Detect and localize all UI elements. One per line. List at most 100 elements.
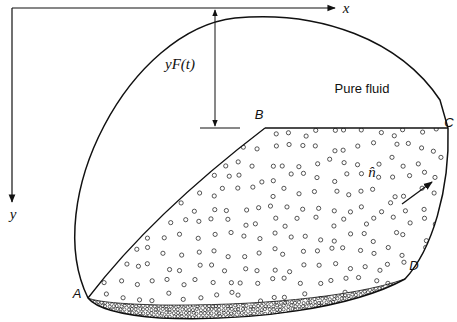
particle (220, 186, 224, 190)
sediment-particle (88, 312, 91, 315)
sediment-particle (377, 315, 380, 318)
sediment-particle (366, 291, 369, 294)
sediment-particle (272, 316, 275, 319)
sediment-particle (328, 290, 331, 293)
particle (149, 143, 153, 147)
sediment-particle (240, 283, 243, 286)
particle (162, 236, 166, 240)
sediment-particle (363, 300, 366, 303)
particle (330, 246, 334, 250)
particle (152, 130, 156, 134)
sediment-particle (104, 319, 107, 322)
sediment-particle (245, 297, 248, 300)
sediment-particle (237, 286, 240, 289)
particle (256, 281, 260, 285)
sediment-particle (123, 287, 126, 290)
particle (268, 204, 272, 208)
sediment-particle (318, 308, 321, 311)
sediment-particle (150, 293, 153, 296)
sediment-particle (237, 293, 240, 296)
sediment-particle (241, 296, 244, 299)
sediment-particle (355, 297, 358, 300)
sediment-particle (370, 319, 373, 322)
sediment-particle (226, 279, 229, 282)
sediment-particle (321, 287, 324, 290)
sediment-particle (298, 319, 301, 322)
sediment-particle (351, 307, 354, 310)
sediment-particle (287, 293, 290, 296)
sediment-particle (218, 290, 221, 293)
sediment-particle (226, 287, 229, 290)
sediment-particle (297, 301, 300, 304)
particle (198, 191, 202, 195)
sediment-particle (211, 301, 214, 304)
sediment-particle (123, 282, 126, 285)
sediment-particle (332, 315, 335, 318)
sediment-particle (260, 283, 263, 286)
sediment-particle (116, 312, 119, 315)
particle (167, 267, 171, 271)
particle (109, 164, 113, 168)
sediment-particle (188, 304, 191, 307)
sediment-particle (390, 308, 393, 311)
particle (178, 145, 182, 149)
axis-label: x (343, 1, 350, 16)
sediment-particle (162, 283, 165, 286)
sediment-particle (298, 316, 301, 319)
sediment-particle (389, 312, 392, 315)
sediment-particle (89, 307, 92, 310)
particle (416, 283, 420, 287)
sediment-particle (408, 298, 411, 301)
particle (432, 191, 436, 195)
sediment-particle (222, 315, 225, 318)
sediment-particle (245, 315, 248, 318)
sediment-particle (229, 301, 232, 304)
sediment-particle (268, 290, 271, 293)
sediment-particle (230, 290, 233, 293)
sediment-particle (176, 311, 179, 314)
sediment-particle (405, 312, 408, 315)
sediment-particle (320, 308, 323, 311)
sediment-particle (310, 315, 313, 318)
sediment-particle (153, 290, 156, 293)
sediment-particle (363, 294, 366, 297)
sediment-particle (282, 312, 285, 315)
particle (400, 253, 404, 257)
sediment-particle (264, 290, 267, 293)
particle (132, 177, 136, 181)
sediment-particle (407, 316, 410, 319)
particle (273, 268, 277, 272)
sediment-particle (179, 282, 182, 285)
sediment-particle (283, 319, 286, 322)
sediment-particle (238, 319, 241, 322)
sediment-particle (200, 279, 203, 282)
sediment-particle (268, 283, 271, 286)
particle (116, 248, 120, 252)
sediment-particle (215, 311, 218, 314)
sediment-particle (408, 305, 411, 308)
sediment-particle (199, 287, 202, 290)
particle (371, 239, 375, 243)
sediment-particle (366, 287, 369, 290)
sediment-particle (370, 315, 373, 318)
sediment-particle (282, 283, 285, 286)
particle (154, 174, 158, 178)
particle (153, 194, 157, 198)
sediment-particle (283, 298, 286, 301)
sediment-particle (282, 279, 285, 282)
sediment-particle (215, 279, 218, 282)
sediment-particle (244, 300, 247, 303)
particle (238, 281, 242, 285)
sediment-particle (294, 290, 297, 293)
sediment-particle (207, 279, 210, 282)
particle (403, 209, 407, 213)
particle (436, 268, 440, 272)
sediment-particle (347, 308, 350, 311)
sediment-particle (370, 293, 373, 296)
sediment-particle (248, 293, 251, 296)
sediment-particle (210, 316, 213, 319)
sediment-particle (366, 301, 369, 304)
sediment-particle (378, 312, 381, 315)
sediment-particle (295, 294, 298, 297)
sediment-particle (400, 301, 403, 304)
